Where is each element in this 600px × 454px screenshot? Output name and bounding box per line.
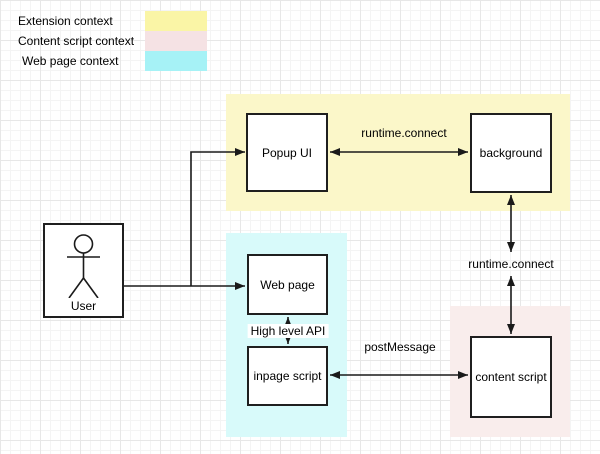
node-background: background [470, 113, 552, 193]
legend-label-extension-context: Extension context [18, 14, 113, 28]
legend-label-web-page-context: Web page context [22, 54, 119, 68]
edge-label-runtime-connect-top: runtime.connect [361, 126, 447, 140]
edge-label-high-level-api: High level API [247, 324, 329, 338]
node-web-page: Web page [247, 254, 328, 315]
node-web-page-label: Web page [260, 277, 315, 292]
node-inpage-script-label: inpage script [253, 369, 322, 383]
node-background-label: background [479, 146, 543, 160]
node-content-script: content script [470, 336, 552, 418]
legend-swatch-web-page-context [145, 51, 207, 71]
legend-item-extension-context: Extension context [18, 11, 207, 31]
node-content-script-label: content script [475, 370, 547, 384]
legend-swatch-extension-context [145, 11, 207, 31]
stick-figure-icon [67, 234, 100, 298]
edge-label-runtime-connect-right: runtime.connect [468, 257, 554, 271]
node-inpage-script: inpage script [247, 346, 328, 406]
legend-label-content-script-context: Content script context [18, 34, 135, 48]
arrow-user-to-popup [190, 148, 245, 286]
edge-label-postmessage: postMessage [364, 340, 436, 354]
node-popup-ui: Popup UI [246, 113, 328, 192]
node-user: User [43, 223, 124, 318]
legend-swatch-content-script-context [145, 31, 207, 51]
legend-item-content-script-context: Content script context [18, 31, 207, 51]
legend-item-web-page-context: Web page context [18, 51, 207, 71]
legend: Extension context Content script context… [18, 11, 207, 71]
node-popup-ui-label: Popup UI [261, 145, 313, 160]
node-user-label: User [70, 299, 97, 313]
